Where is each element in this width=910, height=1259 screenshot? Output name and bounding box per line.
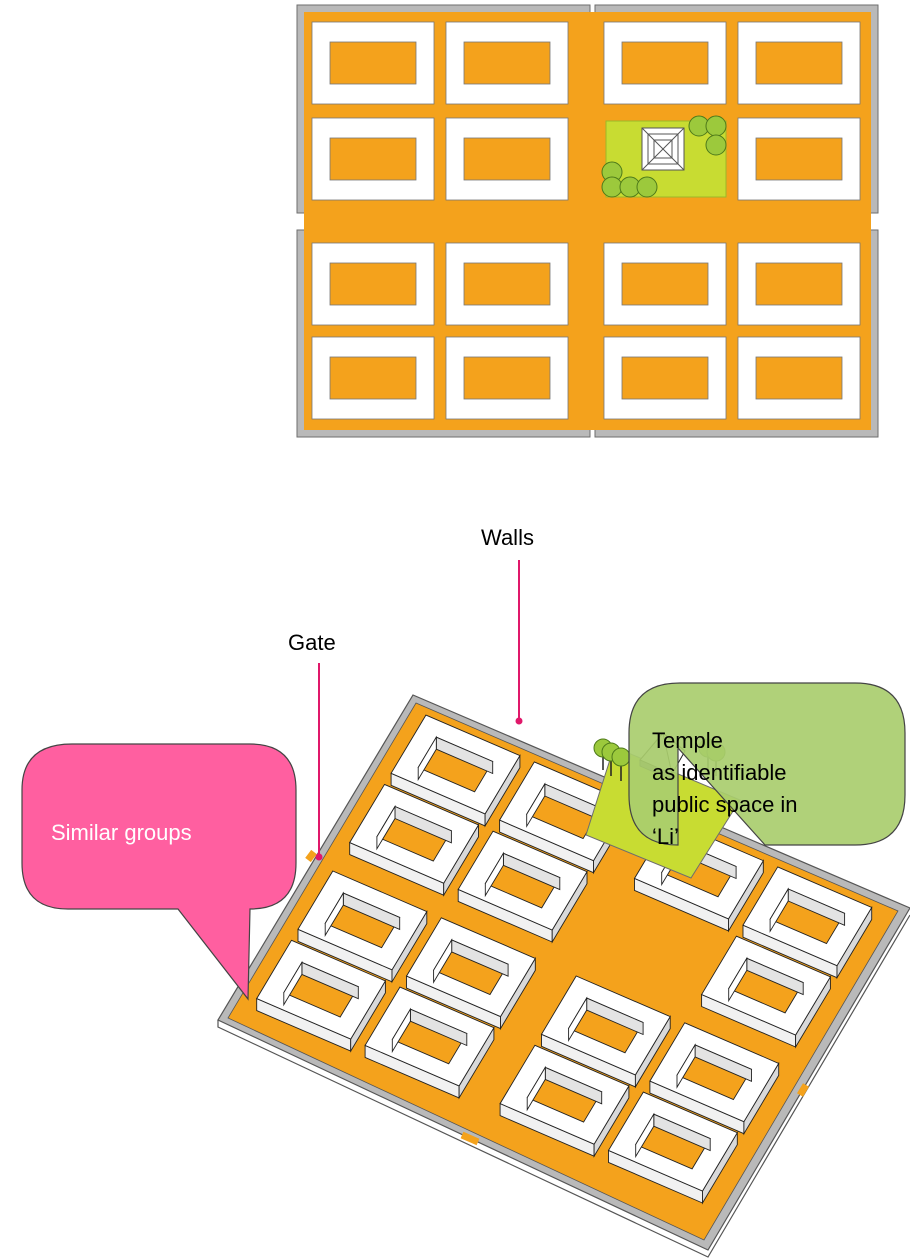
courtyard-void xyxy=(621,41,709,85)
plan-courtyard-blocks xyxy=(311,21,861,420)
courtyard-void xyxy=(755,137,843,181)
courtyard-void xyxy=(463,356,551,400)
gate-annotation: Gate xyxy=(288,630,336,861)
courtyard-block xyxy=(405,917,536,1031)
gate-label: Gate xyxy=(288,630,336,655)
courtyard-void xyxy=(755,356,843,400)
block-inner-wall xyxy=(484,851,504,898)
courtyard-void xyxy=(621,356,709,400)
temple-callout-text: Temple as identifiable public space in ‘… xyxy=(652,728,804,849)
similar-groups-bubble xyxy=(21,743,297,1001)
courtyard-block xyxy=(499,1044,630,1158)
plan-temple-plaza xyxy=(601,115,727,198)
axo-gate-west xyxy=(305,849,317,863)
axo-gate-east xyxy=(796,1083,810,1097)
courtyard-void xyxy=(463,137,551,181)
block-inner-wall xyxy=(526,1065,546,1112)
temple-bubble xyxy=(628,682,906,846)
block-inner-wall xyxy=(568,996,588,1043)
axo-wall-face xyxy=(217,914,910,1258)
tree-icon xyxy=(705,115,727,137)
courtyard-void xyxy=(621,262,709,306)
courtyard-void xyxy=(329,356,417,400)
courtyard-block xyxy=(349,783,480,897)
courtyard-block xyxy=(364,986,495,1100)
block-inner-wall xyxy=(676,1043,696,1089)
courtyard-void xyxy=(755,41,843,85)
temple-callout-line: Temple xyxy=(652,728,723,753)
temple-callout-line: as identifiable xyxy=(652,760,787,785)
block-inner-wall xyxy=(391,1007,411,1054)
temple-callout: Temple as identifiable public space in ‘… xyxy=(628,682,906,849)
courtyard-block xyxy=(742,866,873,980)
courtyard-void xyxy=(329,41,417,85)
courtyard-void xyxy=(755,262,843,306)
courtyard-block xyxy=(297,870,428,984)
temple-callout-line: ‘Li’ xyxy=(652,824,679,849)
temple-icon xyxy=(641,127,685,171)
block-inner-wall xyxy=(635,1112,655,1159)
courtyard-block xyxy=(540,975,671,1089)
axonometric-view xyxy=(217,694,910,1258)
tree-icon xyxy=(636,176,658,198)
similar-groups-callout: Similar groups xyxy=(21,743,297,1001)
block-inner-wall xyxy=(324,891,344,938)
temple-callout-line: public space in xyxy=(652,792,798,817)
walls-annotation: Walls xyxy=(481,525,534,725)
courtyard-block xyxy=(700,935,832,1049)
walls-label: Walls xyxy=(481,525,534,550)
plan-view xyxy=(296,4,879,438)
courtyard-block xyxy=(649,1022,780,1136)
block-inner-wall xyxy=(526,782,546,828)
axo-gate-south xyxy=(460,1131,480,1146)
block-inner-wall xyxy=(376,804,396,851)
walls-leader-dot xyxy=(515,717,523,725)
courtyard-void xyxy=(463,262,551,306)
plan-trees xyxy=(601,115,727,198)
block-inner-wall xyxy=(417,735,437,782)
tree-icon xyxy=(705,134,727,156)
axo-courtyard-blocks xyxy=(256,714,873,1205)
courtyard-void xyxy=(329,137,417,181)
courtyard-block xyxy=(390,714,521,828)
block-inner-wall xyxy=(433,938,453,984)
block-inner-wall xyxy=(769,887,789,933)
tree-icon xyxy=(601,176,623,198)
courtyard-block xyxy=(607,1091,738,1205)
block-inner-wall xyxy=(283,960,303,1007)
similar-groups-text: Similar groups xyxy=(51,820,192,845)
similar-groups-line: Similar groups xyxy=(51,820,192,845)
courtyard-block xyxy=(457,830,588,944)
courtyard-void xyxy=(463,41,551,85)
courtyard-block xyxy=(256,939,387,1053)
gate-leader-dot xyxy=(315,853,323,861)
block-inner-wall xyxy=(728,956,748,1003)
courtyard-void xyxy=(329,262,417,306)
